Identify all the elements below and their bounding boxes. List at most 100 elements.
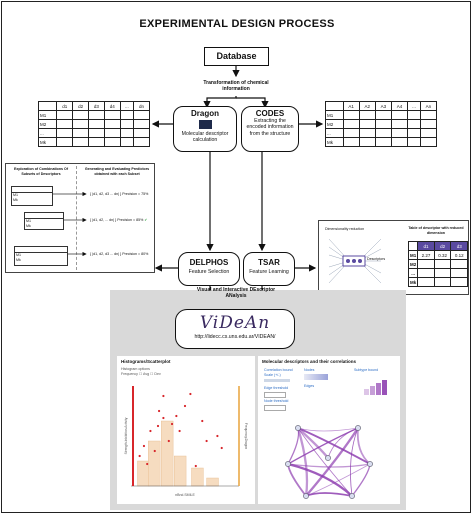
exploration-arrows [52,191,87,257]
network-edge [287,463,371,468]
codes-box: CODES Extracting the encoded information… [241,106,299,152]
subset-row: M1 [26,219,31,223]
dragon-desc: Molecular descriptor calculation [181,131,229,144]
table-cell [342,128,360,138]
subset-row: Mk [13,197,18,202]
histogram-bar [148,440,161,487]
scatter-point [194,464,197,468]
table-cell: 0.32 [433,250,452,260]
scale-label: Scale (+/-) [264,373,281,377]
table-cell [374,110,392,120]
table-cell [433,268,452,278]
histogram-options[interactable]: Frequency ☐ Avg ☐ Dev [121,372,161,376]
table-cell [72,137,90,147]
scatter-point [175,414,178,418]
table-cell [407,119,421,129]
network-node[interactable] [295,425,301,431]
dragon-logo-icon [198,120,212,129]
predictor-2: { |d1, d2, ... dn| } Precision = 85% ✔ [90,218,152,223]
column-header: d2 [72,101,90,111]
legend-swatch [376,383,381,395]
column-header: d4 [103,101,121,111]
scatter-point [178,429,181,433]
column-header: An [419,101,438,111]
table-cell [358,137,376,147]
network-node[interactable] [367,461,373,467]
network-edge [287,462,353,497]
row-label: Mk [407,277,419,287]
column-header: d3 [88,101,105,111]
table-row: ... [37,128,150,138]
descriptors-label: Descriptors [367,257,386,261]
edges-label: Edges [304,384,315,388]
node-threshold-input[interactable] [264,405,286,411]
nodes-label: Nodes [304,368,315,372]
table-cell [433,259,452,269]
table-cell [433,277,452,287]
scatter-point [146,462,149,466]
network-node[interactable] [285,461,291,467]
network-node[interactable] [303,493,309,499]
network-edge [350,427,359,497]
column-header: d1 [56,101,74,111]
subset-row: Mk [16,257,21,262]
subset-table: M1 Mk [14,246,68,266]
table-cell [419,119,438,129]
network-edge [297,427,359,432]
table-cell: 0.12 [450,250,468,260]
table-cell [103,128,121,138]
histogram-card: Histograms/Scatterplot Histogram options… [117,356,255,504]
table-cell [417,268,435,278]
dragon-box: Dragon Molecular descriptor calculation [173,106,237,152]
panel-divider [76,166,77,270]
network-node[interactable] [325,455,331,461]
table-cell [88,128,105,138]
table-cell [72,119,90,129]
x-axis-label: nBnd.SMILE [175,493,195,497]
legend-swatch [382,380,387,395]
corner-cell [37,101,58,111]
row-label: ... [325,128,344,138]
histogram-bar [191,467,204,487]
page-title: EXPERIMENTAL DESIGN PROCESS [139,18,335,30]
histogram-bar [174,455,187,487]
videan-url[interactable]: http://lidecc.cs.uns.edu.ar/VIDEAN/ [194,334,276,340]
edge-threshold-input[interactable] [264,392,286,398]
correlation-slider[interactable] [264,379,290,382]
table-cell [358,110,376,120]
edge-weight-legend [364,380,387,395]
legend-swatch [364,389,369,395]
secondary-y-axis-label: Frequency.Dragon [244,423,248,449]
table-cell [56,119,74,129]
column-header: A2 [358,101,376,111]
network-edge [297,427,371,465]
table-cell [119,119,135,129]
nodes-scale [304,374,328,380]
column-header: ... [407,101,421,111]
table-cell [72,128,90,138]
scatter-point [138,454,141,458]
table-cell [374,119,392,129]
precision-value: Precision = 75% [122,192,149,196]
column-header: ... [119,101,135,111]
dimred-panel: Dimensionality reduction Descriptors Tab… [318,220,469,295]
network-node[interactable] [349,493,355,499]
subset-table: M1 Mk [11,186,53,206]
table-cell [358,128,376,138]
table-cell [56,110,74,120]
network-node[interactable] [355,425,361,431]
table-row: M2 [37,119,150,129]
scatter-point [149,429,152,433]
table-cell [390,119,409,129]
neural-network-icon [328,238,382,284]
predictor-1: { |d1, d2, d3 ... dn| } Precision = 75% [90,192,152,197]
row-label: M1 [37,110,58,120]
table-cell: 2.27 [417,250,435,260]
scatter-point [183,404,187,408]
table-row: Mk [407,277,468,287]
column-header: A4 [390,101,409,111]
table-cell [407,110,421,120]
table-cell [417,277,435,287]
